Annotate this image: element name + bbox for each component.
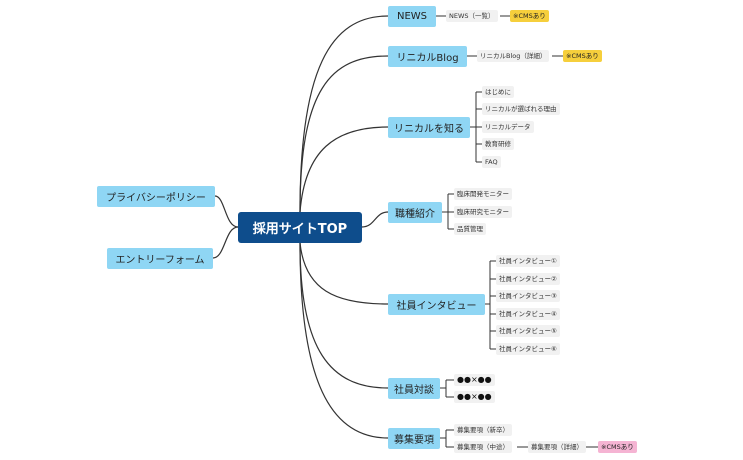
know-leaf-faq: FAQ [482,156,501,168]
know-node: リニカルを知る [388,117,470,138]
news-list-leaf: NEWS（一覧） [446,10,498,22]
link-root-news [299,15,389,213]
know-leaf-intro: はじめに [482,86,514,98]
link-root-interview [299,242,389,305]
link-root-privacy [214,195,239,228]
interview-leaf-6: 社員インタビュー⑥ [496,343,560,355]
blog-node: リニカルBlog [388,46,467,67]
link-know-leaves [470,91,482,163]
know-leaf-training: 教育研修 [482,138,514,150]
link-root-jobs [361,211,389,228]
interview-leaf-3: 社員インタビュー③ [496,290,560,302]
privacy-policy-node: プライバシーポリシー [97,186,215,207]
link-talk-leaves [440,379,454,398]
interview-leaf-5: 社員インタビュー⑤ [496,325,560,337]
cms-badge-blog: ※CMSあり [563,50,602,62]
know-leaf-reason: リニカルが選ばれる理由 [482,103,560,115]
interview-leaf-1: 社員インタビュー① [496,255,560,267]
blog-detail-leaf: リニカルBlog（詳細） [477,50,550,62]
entry-form-node: エントリーフォーム [107,248,213,269]
jobs-node: 職種紹介 [388,202,442,223]
cms-badge-recruit: ※CMSあり [598,441,637,453]
know-leaf-data: リニカルデータ [482,121,534,133]
link-interview-leaves [485,260,496,350]
root-node: 採用サイトTOP [238,212,362,243]
news-node: NEWS [388,6,436,27]
interview-node: 社員インタビュー [388,294,485,315]
link-root-blog [299,55,389,213]
interview-leaf-4: 社員インタビュー④ [496,308,560,320]
interview-leaf-2: 社員インタビュー② [496,273,560,285]
talk-node: 社員対談 [388,378,440,399]
cms-badge-news: ※CMSあり [510,10,549,22]
jobs-leaf-qa: 品質管理 [454,223,486,235]
link-jobs-leaves [442,193,454,230]
jobs-leaf-cra: 臨床開発モニター [454,188,512,200]
link-root-entry [212,226,239,259]
link-recruit-leaves [440,429,454,448]
link-root-recruit [299,242,389,439]
talk-leaf-1: ●●×●● [454,374,495,386]
recruit-detail-leaf: 募集要項（詳細） [528,441,586,453]
link-root-talk [299,242,389,389]
recruit-node: 募集要項 [388,428,440,449]
recruit-leaf-new-grad: 募集要項（新卒） [454,424,512,436]
link-root-know [299,126,389,213]
recruit-leaf-mid-career: 募集要項（中途） [454,441,512,453]
talk-leaf-2: ●●×●● [454,391,495,403]
jobs-leaf-crc: 臨床研究モニター [454,206,512,218]
